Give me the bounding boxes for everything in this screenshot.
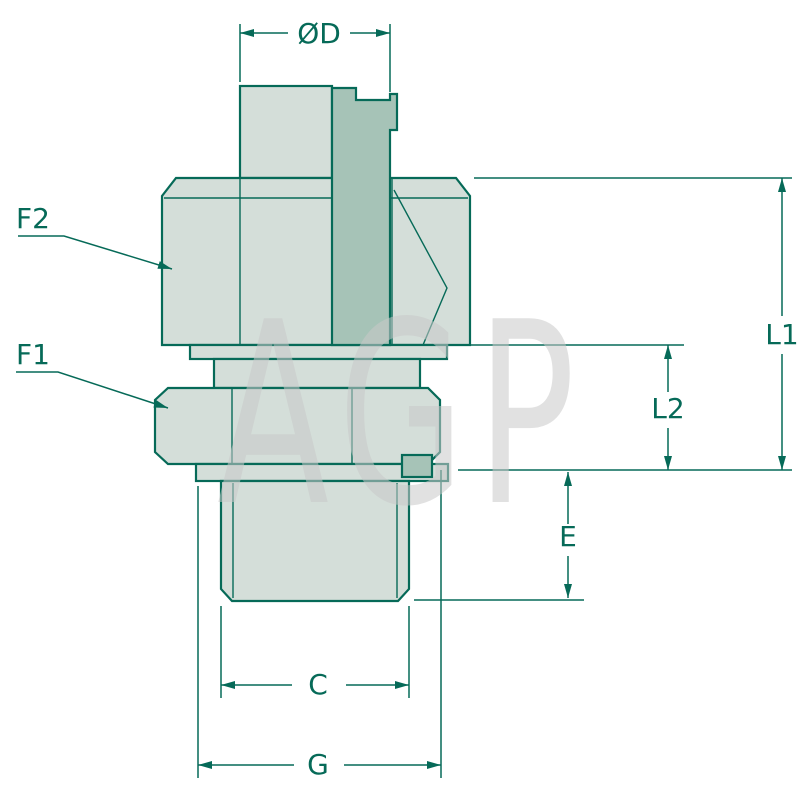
- dim-label-od: ØD: [297, 17, 341, 50]
- watermark-text: AGP: [217, 270, 587, 563]
- dim-g-group: G: [197, 470, 442, 781]
- dim-label-g: G: [307, 748, 329, 781]
- dim-c-group: C: [220, 606, 410, 701]
- dim-l2-group: L2: [452, 344, 685, 470]
- dim-label-f1: F1: [16, 338, 50, 371]
- seal-block-shape: [400, 453, 434, 479]
- dim-f1-group: F1: [16, 338, 169, 409]
- dim-f2-leader: [18, 235, 173, 270]
- dim-label-l2: L2: [651, 392, 684, 425]
- dim-label-l1: L1: [765, 318, 798, 351]
- dim-label-f2: F2: [16, 202, 50, 235]
- fitting-body: [153, 84, 472, 603]
- dim-od-group: ØD: [239, 17, 391, 92]
- dim-f1-leader: [16, 371, 169, 409]
- dim-label-c: C: [308, 668, 328, 701]
- dim-l1-group: L1: [458, 177, 799, 471]
- sectioned-tube-wall-shape: [330, 86, 399, 347]
- threaded-stem-shape: [219, 479, 411, 603]
- dim-f2-group: F2: [16, 202, 173, 270]
- dim-e-group: E: [414, 472, 584, 601]
- dim-label-e: E: [559, 520, 577, 553]
- top-tube-shape: [238, 84, 334, 180]
- cone-seat-section-lines: [393, 189, 448, 346]
